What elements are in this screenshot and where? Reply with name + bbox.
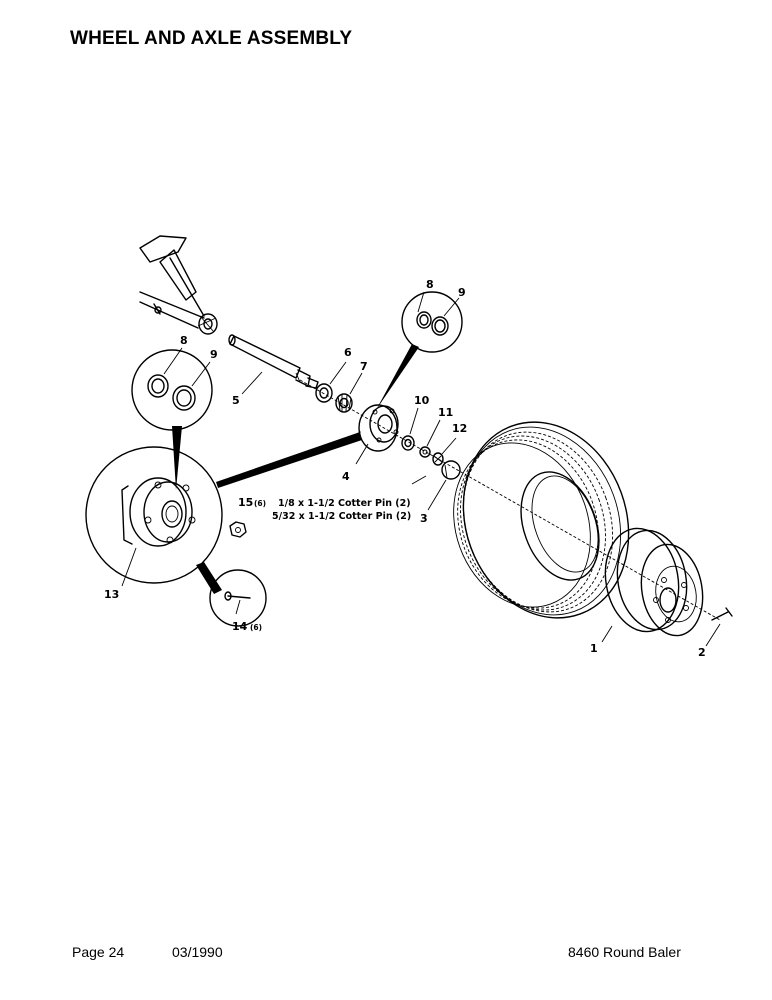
callout-9-right: 9	[458, 286, 466, 299]
callout-4: 4	[342, 470, 350, 483]
lug-nut	[229, 521, 247, 538]
callout-8-left: 8	[180, 334, 188, 347]
callout-15: 15	[238, 496, 253, 509]
page-title: WHEEL AND AXLE ASSEMBLY	[70, 28, 353, 49]
slotted-nut	[432, 452, 444, 466]
detail-circle-bearing-cups-left	[131, 349, 213, 490]
footer-date: 03/1990	[172, 944, 223, 960]
dust-cap	[441, 460, 461, 480]
callout-14-quantity: (6)	[250, 623, 262, 632]
cotter-pin-note-2: 5/32 x 1-1/2 Cotter Pin (2)	[272, 511, 411, 522]
seal-part	[315, 383, 333, 403]
callout-8-right: 8	[426, 278, 434, 291]
spindle-part	[228, 334, 319, 389]
callout-10: 10	[414, 394, 430, 407]
callout-9-left: 9	[210, 348, 218, 361]
rim-drawing	[604, 527, 704, 637]
callout-1: 1	[590, 642, 598, 655]
callout-15-quantity: (6)	[254, 499, 266, 508]
callout-14: 14	[232, 620, 248, 633]
cotter-pin-note-1: 1/8 x 1-1/2 Cotter Pin (2)	[278, 498, 411, 509]
detail-circle-hub	[85, 432, 362, 594]
callout-6: 6	[344, 346, 352, 359]
callout-5: 5	[232, 394, 240, 407]
assembly-centerline	[299, 379, 721, 621]
callout-7: 7	[360, 360, 368, 373]
hub-part	[355, 404, 399, 452]
callout-3: 3	[420, 512, 428, 525]
leader-lines	[121, 291, 721, 647]
detail-circle-bearing-cups-right	[376, 291, 463, 410]
wheel-bolt	[711, 607, 733, 621]
washer-part	[419, 446, 431, 458]
callout-11: 11	[438, 406, 453, 419]
detail-circle-wheel-stud	[209, 569, 267, 627]
outer-bearing-cone	[401, 435, 415, 451]
callout-2: 2	[698, 646, 706, 659]
footer-model: 8460 Round Baler	[568, 944, 681, 960]
footer-page-number: Page 24	[72, 944, 125, 960]
callout-12: 12	[452, 422, 467, 435]
inner-bearing-cone	[335, 393, 353, 413]
tire-drawing	[453, 421, 630, 619]
baler-frame-drawing	[139, 235, 218, 335]
callout-13: 13	[104, 588, 119, 601]
